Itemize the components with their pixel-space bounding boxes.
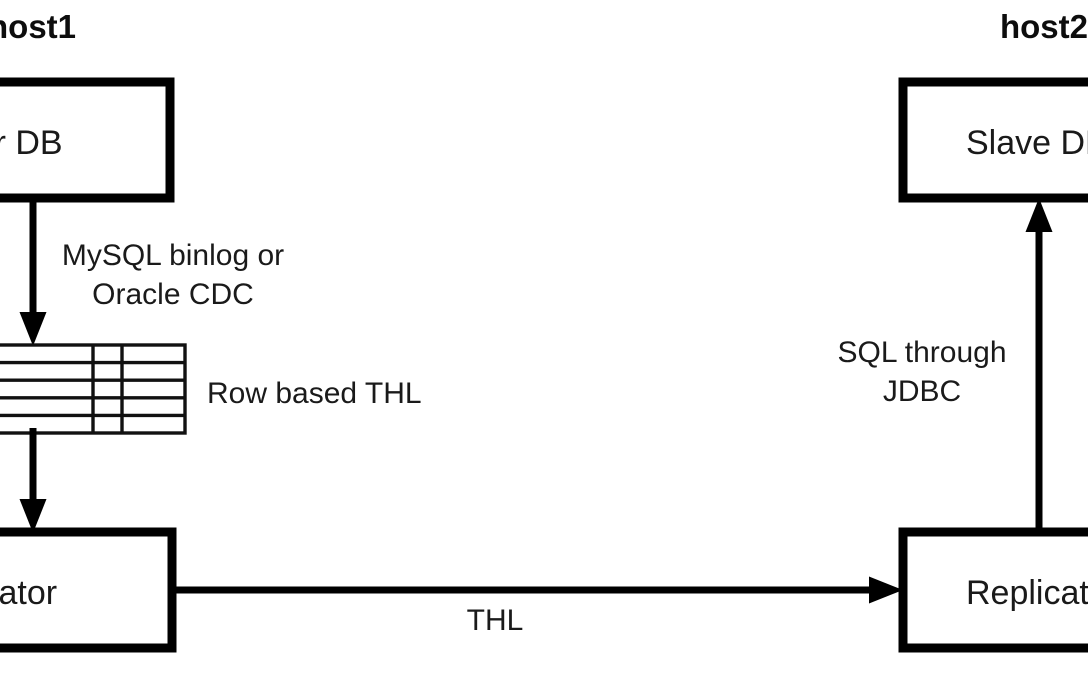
edge-replicator-to-replicator-label: THL [467, 604, 524, 637]
node-replicator-slave-box[interactable] [898, 527, 1088, 653]
edge-master-to-thl-label-line1: MySQL binlog or [62, 239, 284, 272]
node-slave-db-label: Slave DB [966, 124, 1088, 162]
edge-thl-to-replicator-arrowhead [19, 499, 47, 533]
node-master-db-box[interactable] [0, 77, 175, 203]
table-grid-icon[interactable] [0, 343, 187, 435]
host-label-host1: host1 [0, 8, 76, 45]
edge-thl-annotation-label: Row based THL [207, 377, 422, 410]
node-master-db-label: Master DB [0, 124, 63, 162]
edge-replicator-to-slave-db-arrowhead [1025, 198, 1053, 232]
edge-replicator-to-slave-db-label-line1: SQL through [838, 336, 1007, 369]
edge-master-to-thl-arrowhead [19, 312, 47, 346]
edge-replicator-to-slave-db-label-line2: JDBC [883, 375, 961, 408]
node-replicator-slave-label: Replicator [966, 574, 1088, 612]
host-label-host2: host2 [1000, 8, 1088, 45]
edge-replicator-to-replicator-arrowhead [869, 576, 903, 604]
node-slave-db-box[interactable] [898, 77, 1088, 203]
edge-master-to-thl-label-line2: Oracle CDC [92, 278, 254, 311]
node-replicator-master-label: Replicator [0, 574, 57, 612]
